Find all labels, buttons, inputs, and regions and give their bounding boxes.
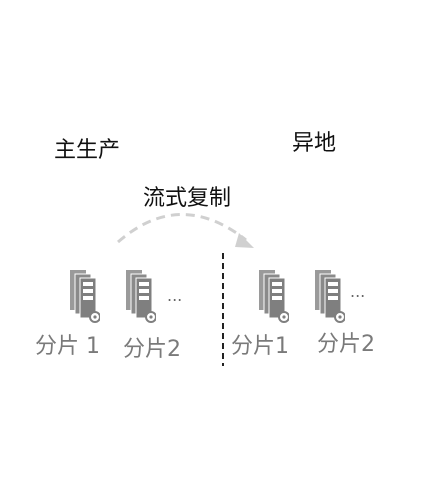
remote-shard-2-label: 分片2 — [317, 332, 375, 357]
server-stack-icon-remote-1 — [259, 270, 289, 323]
replication-arrow — [117, 213, 247, 244]
server-stack-icon-primary-1 — [70, 270, 100, 323]
replication-arrowhead — [235, 233, 254, 248]
remote-site-title: 异地 — [292, 131, 337, 156]
remote-more-ellipsis: ... — [350, 282, 366, 301]
primary-shard-2-label: 分片2 — [123, 337, 181, 362]
primary-more-ellipsis: ... — [167, 286, 183, 305]
server-stack-icon-remote-2 — [315, 270, 345, 323]
remote-shard-1-label: 分片1 — [231, 334, 289, 359]
primary-site-title: 主生产 — [54, 138, 121, 163]
primary-shard-1-label: 分片 1 — [35, 334, 100, 359]
replication-label: 流式复制 — [143, 186, 232, 211]
server-stack-icon-primary-2 — [126, 270, 156, 323]
